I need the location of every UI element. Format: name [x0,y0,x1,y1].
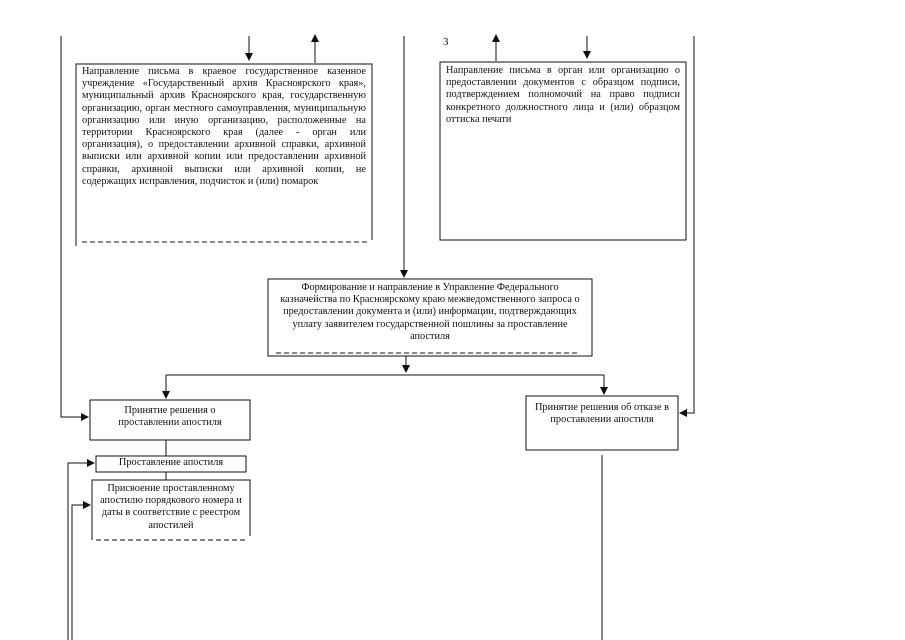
interagency-request-box: Формирование и направление в Управление … [280,282,580,342]
loop-to-number [71,501,91,640]
loop-to-affix [67,459,95,640]
letter-archive-frame [75,63,373,246]
apostille-affix-box: Проставление апостиля [118,457,224,468]
letter-archive-box: Направление письма в краевое государстве… [82,66,366,187]
left-path-to-decision [60,36,89,421]
right-path-to-refusal [679,36,695,417]
interagency-request-frame [267,278,593,357]
decision-refuse-box: Принятие решения об отказе в проставлени… [534,402,669,426]
assign-number-box: Присвоение проставленному апостилю поряд… [100,483,242,531]
decision-approve-box: Принятие решения о проставлении апостиля [118,405,222,429]
apostille-affix-frame [95,455,247,473]
assign-number-frame [91,479,251,540]
page-number: 3 [443,36,449,48]
letter-signature-box: Направление письма в орган или организац… [446,65,680,125]
